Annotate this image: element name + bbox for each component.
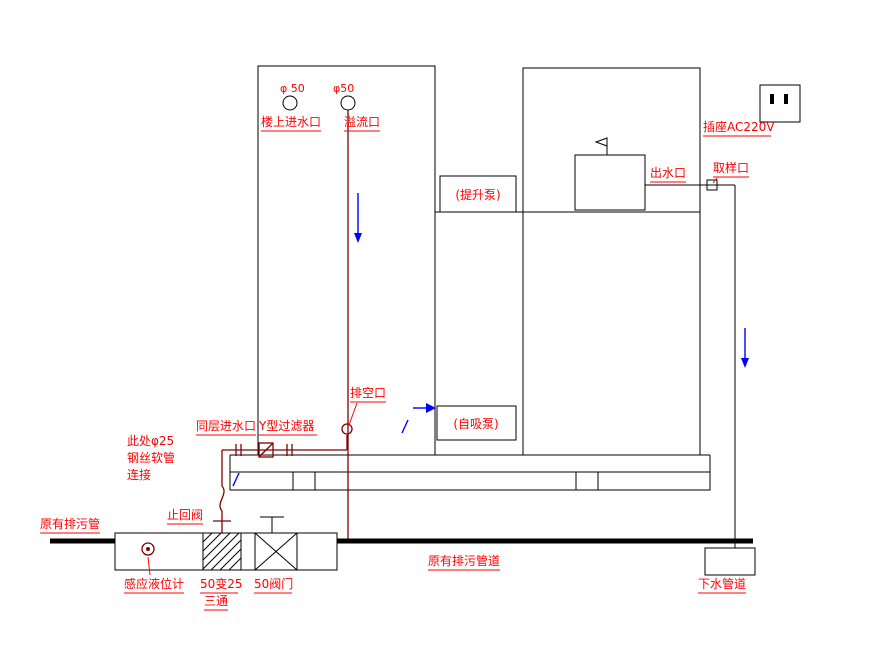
label-overflow-port: 溢流口 xyxy=(344,115,380,129)
socket-slot-left xyxy=(770,94,774,104)
y-filter-diagonal xyxy=(258,442,274,458)
flow-arrows xyxy=(232,193,749,487)
reducer-tee-box xyxy=(202,532,242,571)
label-check-valve: 止回阀 xyxy=(167,508,203,522)
label-phi50-right: φ50 xyxy=(333,82,354,95)
black-pipes xyxy=(645,179,736,548)
flow-tick-near-riser xyxy=(232,472,240,487)
label-valve-50: 50阀门 xyxy=(254,576,293,591)
label-lift-pump: (提升泵) xyxy=(455,187,500,202)
tanks xyxy=(257,65,701,456)
sampling-valve xyxy=(706,179,718,191)
label-existing-sewage-pipeline: 原有排污管道 xyxy=(428,553,500,568)
label-hose-note-1: 此处φ25 xyxy=(127,434,174,448)
label-level-sensor: 感应液位计 xyxy=(124,576,184,591)
label-phi50-left: φ 50 xyxy=(280,82,305,95)
flow-arrowhead-right-icon xyxy=(741,358,749,368)
overflow-inlet-port xyxy=(340,95,356,111)
labels: φ 50 φ50 楼上进水口 溢流口 (提升泵) (自吸泵) 出水口 取样口 插… xyxy=(40,82,775,611)
label-sampling-port: 取样口 xyxy=(713,160,749,175)
drain-port-leader xyxy=(348,402,358,426)
label-same-floor-inlet: 同层进水口 xyxy=(196,419,256,433)
red-pipes xyxy=(213,110,353,541)
upstairs-inlet-port xyxy=(282,95,298,111)
label-outlet: 出水口 xyxy=(650,166,686,180)
flow-arrowhead-pump-icon xyxy=(426,403,436,413)
label-downpipe: 下水管道 xyxy=(698,576,746,591)
motor-vent-flag-icon xyxy=(594,137,608,147)
label-drain-port: 排空口 xyxy=(350,386,386,400)
level-sensor-inner xyxy=(146,547,150,551)
label-upstairs-inlet: 楼上进水口 xyxy=(261,114,321,129)
top-inlets xyxy=(282,95,356,111)
sampling-port-leader xyxy=(712,177,718,184)
downpipe-box xyxy=(704,547,756,576)
label-reducer-tee-2: 三通 xyxy=(204,594,228,608)
socket-slot-right xyxy=(784,94,788,104)
label-hose-note-3: 连接 xyxy=(127,467,151,482)
flow-arrowhead-overflow-icon xyxy=(354,233,362,243)
label-existing-sewage-pipe: 原有排污管 xyxy=(40,516,100,531)
self-priming-pump-box xyxy=(436,405,517,441)
label-self-priming-pump: (自吸泵) xyxy=(453,417,498,431)
collection-assembly xyxy=(50,516,756,576)
base-pedestal xyxy=(229,454,711,491)
socket-outlet-icon xyxy=(759,84,801,123)
y-filter-body xyxy=(258,442,274,458)
right-tank xyxy=(522,67,701,456)
drain-port-valve xyxy=(341,423,353,435)
label-hose-note-2: 钢丝软管 xyxy=(127,450,175,465)
label-y-filter: Y型过滤器 xyxy=(258,419,314,433)
level-sensor-leader xyxy=(147,556,151,576)
leader-lines xyxy=(147,177,718,576)
valve-50-diagonal-b xyxy=(254,532,298,571)
reducer-tee-hatch xyxy=(202,532,242,571)
flow-tick-near-pump xyxy=(401,419,409,434)
label-reducer-tee-1: 50变25 xyxy=(200,576,243,591)
lift-pump-box xyxy=(439,175,517,213)
pump-motor-box xyxy=(574,154,646,211)
label-socket: 插座AC220V xyxy=(703,119,775,134)
power-socket xyxy=(759,84,801,123)
flexible-hose-riser xyxy=(219,450,225,533)
valve-50-box xyxy=(254,532,298,571)
level-sensor-outer xyxy=(141,542,155,556)
